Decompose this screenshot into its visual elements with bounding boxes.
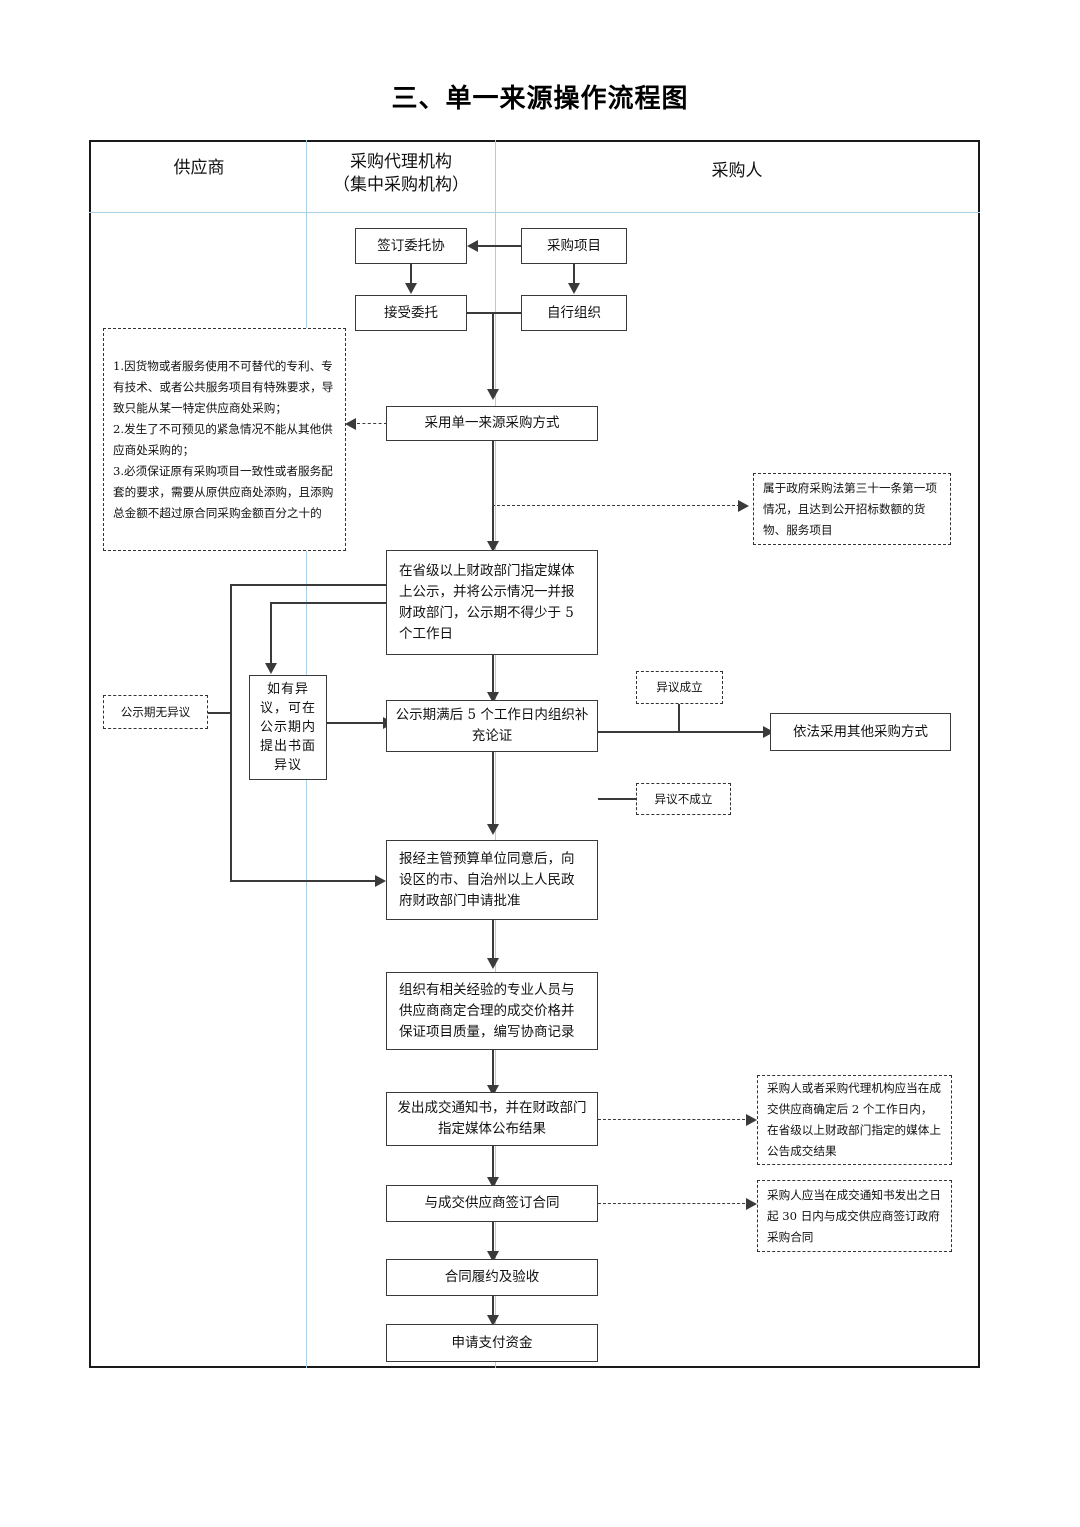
connector-to-law-note (492, 505, 740, 506)
lane-header-separator (89, 212, 980, 213)
note-objection-rejected-text: 异议不成立 (654, 791, 713, 806)
arrowhead-loop-to-objection (265, 663, 277, 674)
connector-single-source-to-conditions (357, 423, 387, 424)
connector-demo-to-rejected (598, 798, 636, 800)
lane-header-agency-line2: （集中采购机构） (333, 175, 469, 195)
connector-merge-down (492, 312, 494, 390)
connector-perform-down (492, 1296, 494, 1322)
arrowhead-contract-to-perform (487, 1251, 499, 1262)
note-announce-result-rule-text: 采购人或者采购代理机构应当在成交供应商确定后 2 个工作日内，在省级以上财政部门… (767, 1081, 941, 1158)
node-apply-approval-text[interactable]: 报经主管预算单位同意后，向设区的市、自治州以上人民政府财政部门申请批准 (399, 850, 575, 909)
note-announce-result-rule: 采购人或者采购代理机构应当在成交供应商确定后 2 个工作日内，在省级以上财政部门… (757, 1075, 952, 1165)
node-self-organize[interactable]: 自行组织 (521, 295, 627, 331)
connector-publicity-loop-inner-top (270, 602, 387, 604)
node-negotiate-price-text[interactable]: 组织有相关经验的专业人员与供应商商定合理的成交价格并保证项目质量，编写协商记录 (399, 981, 575, 1040)
node-negotiate-price: 组织有相关经验的专业人员与供应商商定合理的成交价格并保证项目质量，编写协商记录 (386, 972, 598, 1050)
connector-publicity-loop-outer-top (230, 584, 387, 586)
arrowhead-demo-to-apply-approval (487, 824, 499, 835)
lane-divider-2 (495, 140, 496, 1368)
swimlane-frame (89, 140, 980, 1368)
lane-header-supplier: 供应商 (173, 158, 225, 178)
connector-no-objection-join (208, 712, 231, 714)
note-sign-contract-rule: 采购人应当在成交通知书发出之日起 30 日内与成交供应商签订政府采购合同 (757, 1180, 952, 1252)
node-sign-entrust[interactable]: 签订委托协 (355, 228, 467, 264)
connector-notice-down (492, 1146, 494, 1184)
node-supplementary-demo[interactable]: 公示期满后 5 个工作日内组织补充论证 (386, 700, 598, 752)
page-title: 三、单一来源操作流程图 (391, 84, 689, 114)
note-sign-contract-rule-text: 采购人应当在成交通知书发出之日起 30 日内与成交供应商签订政府采购合同 (767, 1187, 941, 1244)
arrowhead-project-to-self (568, 283, 580, 294)
arrowhead-to-law-note (738, 500, 749, 512)
lane-header-purchaser: 采购人 (711, 161, 763, 181)
note-objection-upheld-text: 异议成立 (656, 680, 703, 694)
connector-demo-to-other-method (598, 731, 766, 733)
arrowhead-to-other-method (763, 726, 774, 738)
arrowhead-loop-to-apply-approval (375, 875, 386, 887)
note-no-objection: 公示期无异议 (103, 695, 208, 729)
arrowhead-single-source-to-conditions (345, 418, 356, 430)
node-publicity-text[interactable]: 在省级以上财政部门指定媒体上公示，并将公示情况一并报财政部门，公示期不得少于 5… (399, 562, 575, 642)
arrowhead-approval-to-negotiate (487, 958, 499, 969)
arrowhead-perform-to-payment (487, 1315, 499, 1326)
note-objection-rejected: 异议不成立 (636, 783, 731, 815)
note-single-source-conditions: 1.因货物或者服务使用不可替代的专利、专有技术、或者公共服务项目有特殊要求，导致… (103, 328, 346, 551)
node-sign-contract[interactable]: 与成交供应商签订合同 (386, 1185, 598, 1222)
note-no-objection-text: 公示期无异议 (120, 704, 191, 719)
node-objection-window: 如有异议，可在公示期内提出书面异议 (249, 675, 327, 780)
connector-sign-to-accept (410, 264, 412, 284)
connector-single-source-down (492, 441, 494, 549)
connector-project-to-sign (478, 245, 522, 247)
node-issue-notice[interactable]: 发出成交通知书，并在财政部门指定媒体公布结果 (386, 1092, 598, 1146)
connector-upheld-down (678, 704, 680, 732)
arrowhead-single-source-to-publicity (487, 541, 499, 552)
connector-publicity-loop-outer-left (230, 584, 232, 882)
arrowhead-notice-to-contract (487, 1177, 499, 1188)
node-objection-window-text[interactable]: 如有异议，可在公示期内提出书面异议 (259, 682, 316, 773)
note-objection-upheld: 异议成立 (636, 671, 723, 704)
connector-publicity-down (492, 655, 494, 699)
connector-approval-down (492, 920, 494, 964)
connector-project-to-self (573, 264, 575, 284)
connector-publicity-loop-outer-bottom (230, 880, 376, 882)
node-contract-perform[interactable]: 合同履约及验收 (386, 1259, 598, 1296)
node-procurement-project[interactable]: 采购项目 (521, 228, 627, 264)
connector-objection-to-demo (327, 722, 385, 724)
connector-demo-down (492, 752, 494, 830)
connector-merge-horizontal (467, 312, 522, 314)
connector-publicity-loop-inner-left (270, 602, 272, 664)
arrowhead-publicity-to-demo (487, 692, 499, 703)
arrowhead-contract-to-rule (746, 1198, 757, 1210)
connector-contract-to-rule (598, 1203, 750, 1204)
node-apply-payment[interactable]: 申请支付资金 (386, 1324, 598, 1362)
node-adopt-single-source[interactable]: 采用单一来源采购方式 (386, 406, 598, 441)
connector-contract-down (492, 1222, 494, 1258)
connector-negotiate-down (492, 1050, 494, 1092)
arrowhead-negotiate-to-notice (487, 1085, 499, 1096)
arrowhead-project-to-sign (467, 240, 478, 252)
node-apply-approval: 报经主管预算单位同意后，向设区的市、自治州以上人民政府财政部门申请批准 (386, 840, 598, 920)
arrowhead-merge-to-single-source (487, 389, 499, 400)
node-publicity: 在省级以上财政部门指定媒体上公示，并将公示情况一并报财政部门，公示期不得少于 5… (386, 550, 598, 655)
connector-notice-to-rule (598, 1119, 750, 1120)
lane-header-agency: 采购代理机构 （集中采购机构） (307, 151, 495, 197)
node-accept-entrust[interactable]: 接受委托 (355, 295, 467, 331)
lane-header-agency-line1: 采购代理机构 (350, 152, 452, 172)
note-law-article-31: 属于政府采购法第三十一条第一项情况，且达到公开招标数额的货物、服务项目 (753, 473, 951, 545)
node-other-method[interactable]: 依法采用其他采购方式 (770, 713, 951, 751)
note-single-source-conditions-text: 1.因货物或者服务使用不可替代的专利、专有技术、或者公共服务项目有特殊要求，导致… (113, 358, 334, 520)
arrowhead-notice-to-rule (746, 1114, 757, 1126)
arrowhead-sign-to-accept (405, 283, 417, 294)
note-law-article-31-text: 属于政府采购法第三十一条第一项情况，且达到公开招标数额的货物、服务项目 (763, 480, 937, 537)
